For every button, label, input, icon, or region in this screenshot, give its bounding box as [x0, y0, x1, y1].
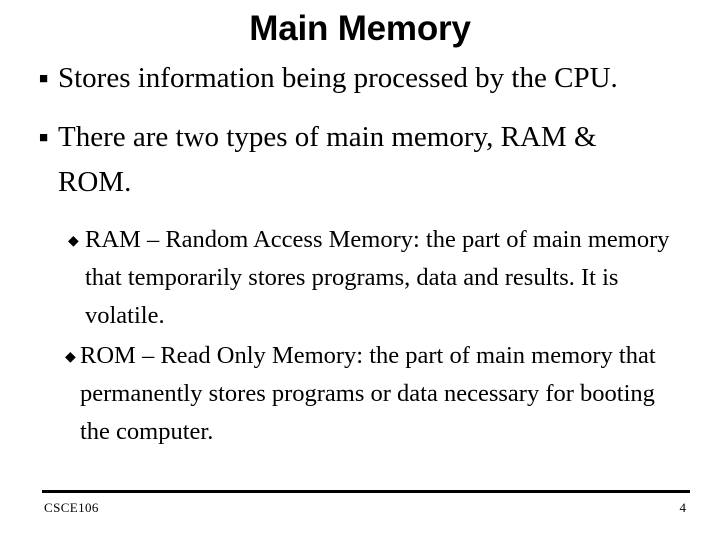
slide-title: Main Memory — [249, 9, 471, 48]
footer-course-label: CSCE106 — [44, 500, 99, 515]
sub-bullet-group: ◆ RAM – Random Access Memory: the part o… — [36, 221, 696, 451]
sub-bullet-text: RAM – Random Access Memory: the part of … — [85, 226, 670, 329]
slide-number: 4 — [679, 500, 687, 515]
sub-bullet-text: ROM – Read Only Memory: the part of main… — [80, 342, 656, 445]
square-bullet-icon: ■ — [39, 129, 49, 146]
square-bullet-icon: ■ — [39, 70, 49, 87]
bullet-item: ■ There are two types of main memory, RA… — [36, 115, 696, 205]
bullet-item: ■ Stores information being processed by … — [36, 56, 696, 101]
bullet-spacer — [36, 103, 696, 115]
footer-divider — [42, 490, 690, 493]
diamond-bullet-icon: ◆ — [65, 348, 76, 364]
sub-bullet-item: ◆ RAM – Random Access Memory: the part o… — [68, 221, 696, 335]
sub-bullet-item: ◆ ROM – Read Only Memory: the part of ma… — [65, 337, 696, 451]
bullet-text: Stores information being processed by th… — [58, 62, 618, 94]
bullet-text: There are two types of main memory, RAM … — [58, 121, 597, 198]
slide-body: ■ Stores information being processed by … — [36, 56, 696, 451]
diamond-bullet-icon: ◆ — [68, 232, 79, 248]
